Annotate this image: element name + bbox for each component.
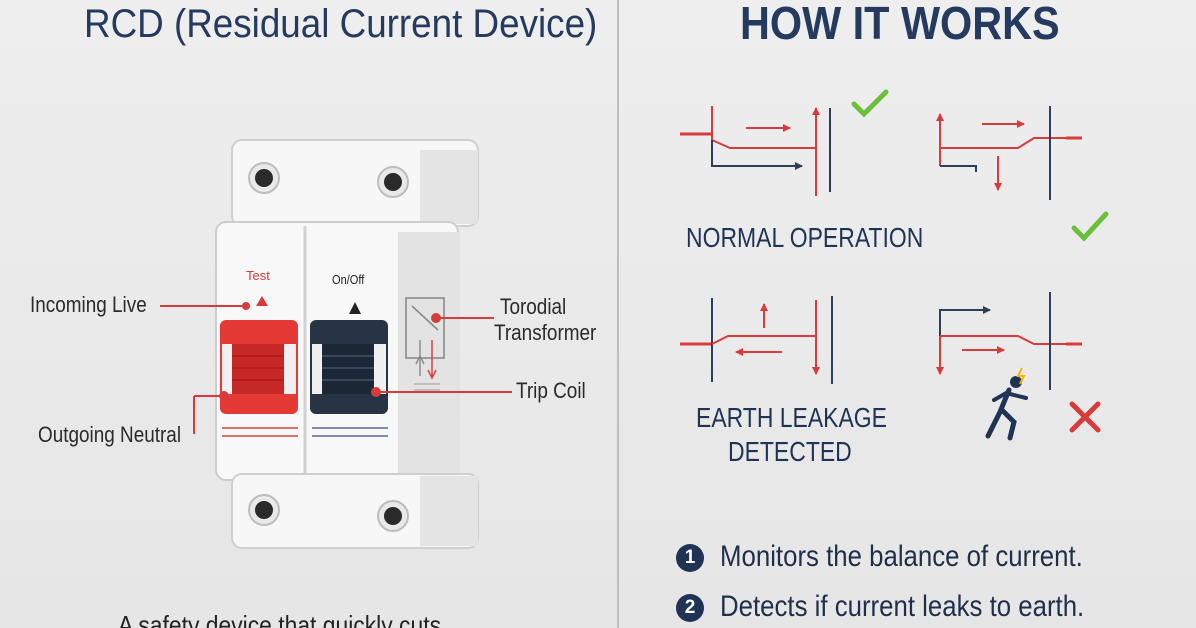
screw-hole <box>255 169 273 187</box>
normal-diagram-a <box>680 106 831 196</box>
cross-icon <box>1069 401 1101 433</box>
screw-hole <box>384 173 402 191</box>
trip-coil-label: Trip Coil <box>516 378 586 403</box>
test-label: Test <box>246 268 270 283</box>
top-block-side <box>420 150 478 224</box>
electric-shock-person-icon <box>985 367 1028 441</box>
transformer-schematic-icon <box>405 297 445 391</box>
screw-hole <box>255 501 273 519</box>
step-1-text: Monitors the balance of current. <box>720 540 1083 573</box>
leakage-diagram-b <box>936 292 1082 390</box>
right-title: HOW IT WORKS <box>740 0 1060 49</box>
leader-lines <box>160 305 512 434</box>
leakage-diagram-a <box>680 296 833 384</box>
onoff-label: On/Off <box>332 272 365 287</box>
outgoing-neutral-label: Outgoing Neutral <box>38 422 182 447</box>
rcd-device <box>215 139 479 549</box>
device-side <box>398 232 460 478</box>
onoff-toggle[interactable] <box>310 320 388 414</box>
step-2-text: Detects if current leaks to earth. <box>720 590 1085 623</box>
normal-operation-caption: NORMAL OPERATION <box>686 222 924 253</box>
test-triangle-icon <box>256 296 268 306</box>
earth-leakage-caption-line1: EARTH LEAKAGE <box>696 402 887 433</box>
step-2-number: 2 <box>676 594 704 622</box>
torodial-label-line2: Transformer <box>494 320 597 345</box>
incoming-live-label: Incoming Live <box>30 292 147 317</box>
onoff-triangle-icon <box>349 302 361 314</box>
check-icon <box>851 89 889 118</box>
test-dot <box>242 302 250 310</box>
earth-leakage-caption-line2: DETECTED <box>728 436 852 467</box>
footer-caption: A safety device that quickly cuts <box>118 610 442 628</box>
left-title: RCD (Residual Current Device) <box>84 2 598 46</box>
torodial-label-line1: Torodial <box>500 294 567 319</box>
normal-diagram-b <box>936 106 1082 200</box>
check-icon <box>1071 211 1109 242</box>
step-1-number: 1 <box>676 544 704 572</box>
screw-hole <box>384 507 402 525</box>
bottom-block-side <box>420 476 478 546</box>
test-button[interactable] <box>220 320 298 414</box>
